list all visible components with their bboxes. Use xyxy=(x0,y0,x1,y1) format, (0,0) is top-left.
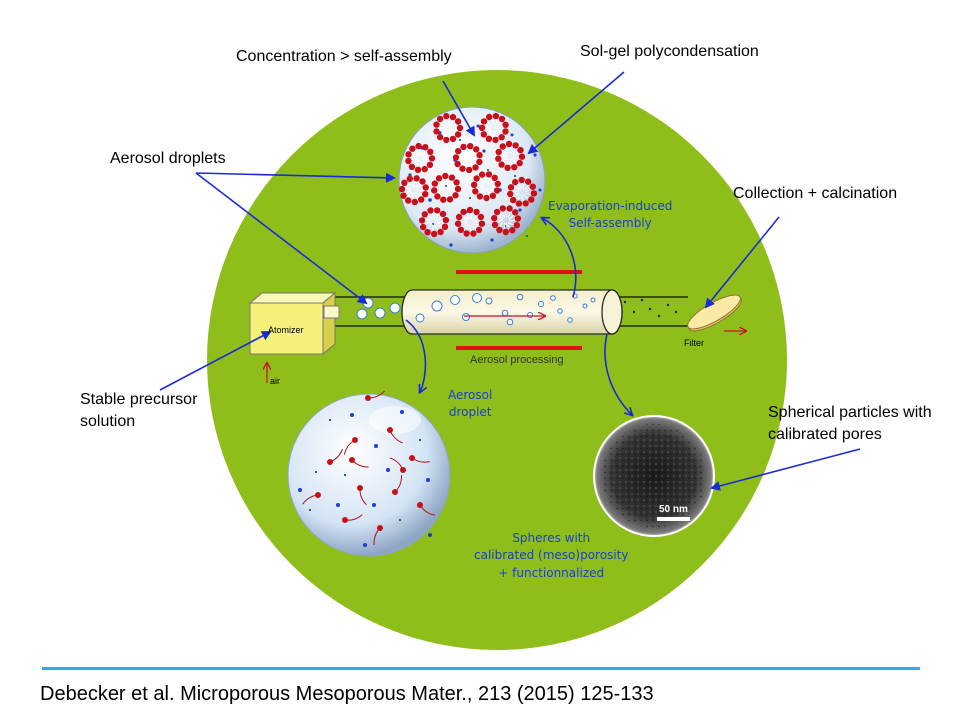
micelle xyxy=(454,206,486,237)
text-aerosol-droplet-line1: Aerosol xyxy=(448,388,493,402)
text-scale-bar: 50 nm xyxy=(659,504,688,515)
micelle-group xyxy=(398,112,538,238)
surfactant-molecule xyxy=(349,457,369,468)
surfactant-molecule xyxy=(389,457,406,473)
text-aerosol-processing: Aerosol processing xyxy=(470,354,564,366)
surfactant-molecule xyxy=(327,448,343,465)
surfactant-group xyxy=(298,390,435,547)
callout-arrow-collection xyxy=(704,216,780,309)
surfactant-molecule xyxy=(392,475,403,495)
micelle xyxy=(405,142,436,173)
micelle xyxy=(478,112,509,144)
solute-dot xyxy=(298,488,302,492)
aerosol-droplet-sphere xyxy=(287,393,451,557)
micelle xyxy=(433,112,464,144)
micelle xyxy=(398,175,429,206)
micelle xyxy=(491,205,522,236)
label-stable-precursor-line2: solution xyxy=(80,412,136,430)
solute-dot xyxy=(400,410,404,414)
text-spheres: Spheres with calibrated (meso)porosity +… xyxy=(474,530,628,582)
solute-dot xyxy=(343,473,347,477)
surfactant-molecule xyxy=(357,485,367,506)
surfactant-molecule xyxy=(302,492,321,505)
text-atomizer: Atomizer xyxy=(268,325,304,335)
label-collection: Collection + calcination xyxy=(733,185,898,202)
surfactant-molecule xyxy=(342,514,363,523)
callout-arrow-concentration xyxy=(442,80,475,137)
heater-top xyxy=(456,270,582,274)
callout-arrow-droplets-tube xyxy=(195,172,368,305)
label-aerosol-droplets: Aerosol droplets xyxy=(110,150,226,167)
solute-dot xyxy=(336,503,340,507)
tem-particle-image xyxy=(593,415,715,537)
surfactant-molecule xyxy=(417,502,435,516)
solute-dot xyxy=(350,413,354,417)
solute-dot xyxy=(308,508,312,512)
solute-dot xyxy=(386,468,390,472)
micelle xyxy=(431,172,462,203)
surfactant-molecule xyxy=(387,427,403,444)
text-aerosol-droplet-line2: droplet xyxy=(448,405,492,420)
callout-arrow-solgel xyxy=(527,71,625,155)
text-air: air xyxy=(270,376,281,386)
text-evaporation-line1: Evaporation-induced xyxy=(548,199,673,213)
surfactant-molecule xyxy=(343,437,358,455)
micelle xyxy=(470,171,501,202)
label-spherical-particles: Spherical particles with calibrated pore… xyxy=(768,402,932,445)
surfactant-molecule xyxy=(373,525,383,546)
text-spheres-line3: + functionnalized xyxy=(498,565,605,580)
label-concentration: Concentration > self-assembly xyxy=(236,48,452,65)
solute-dot xyxy=(374,444,378,448)
label-stable-precursor-line1: Stable precursor xyxy=(80,391,198,408)
heater-bottom xyxy=(456,346,582,350)
label-spherical-line1: Spherical particles with xyxy=(768,404,932,421)
surfactant-molecule xyxy=(409,455,430,463)
solute-dot xyxy=(418,438,422,442)
callout-arrow-spherical xyxy=(710,448,861,491)
atomizer-box xyxy=(248,291,340,356)
solute-dot xyxy=(398,518,402,522)
text-filter: Filter xyxy=(684,338,704,348)
text-evaporation: Evaporation-induced Self-assembly xyxy=(548,198,672,233)
callout-arrow-droplets-top xyxy=(195,172,396,183)
text-spheres-line2: calibrated (meso)porosity xyxy=(474,548,629,563)
micelle xyxy=(452,143,483,174)
label-stable-precursor: Stable precursor solution xyxy=(80,389,197,432)
solute-dot xyxy=(363,543,367,547)
surfactant-molecule xyxy=(365,390,385,401)
callout-arrow-precursor xyxy=(159,331,272,391)
arrow-tube-to-droplet xyxy=(405,319,425,392)
solute-dot xyxy=(372,503,376,507)
micelle xyxy=(495,140,526,171)
exit-particles xyxy=(623,298,678,318)
label-solgel: Sol-gel polycondensation xyxy=(580,43,759,60)
arrow-tube-to-top xyxy=(542,218,577,298)
solute-dot xyxy=(428,533,432,537)
label-spherical-line2: calibrated pores xyxy=(768,425,882,443)
solute-dot xyxy=(314,470,318,474)
micelle xyxy=(507,176,538,207)
micelle xyxy=(418,207,450,238)
arrow-tube-to-tem xyxy=(604,333,632,415)
citation: Debecker et al. Microporous Mesoporous M… xyxy=(40,683,654,705)
solute-dot xyxy=(328,418,332,422)
solute-dot xyxy=(426,478,430,482)
footer-divider xyxy=(42,667,920,670)
text-evaporation-line2: Self-assembly xyxy=(568,216,652,231)
text-spheres-line1: Spheres with xyxy=(512,531,591,545)
scale-bar xyxy=(657,517,690,521)
text-aerosol-droplet: Aerosol droplet xyxy=(448,387,492,422)
